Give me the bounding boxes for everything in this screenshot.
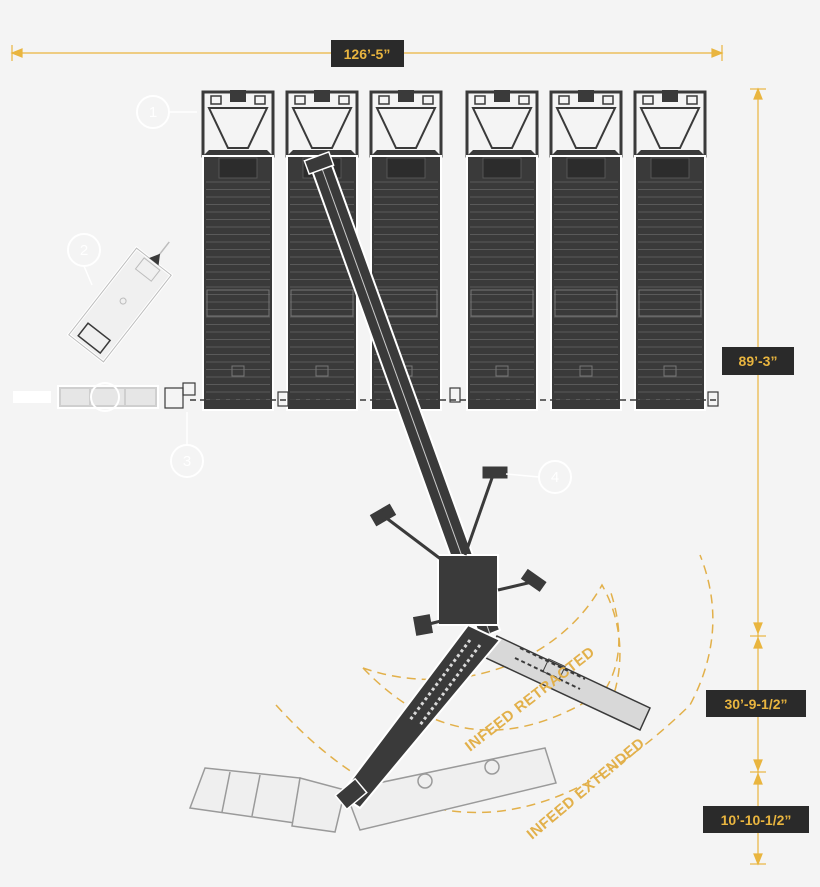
callout-4: 4 xyxy=(505,460,572,494)
callout-2: 2 xyxy=(67,233,101,286)
svg-text:4: 4 xyxy=(551,469,559,486)
outrigger-unit xyxy=(369,466,547,636)
infeed-conveyor-extended xyxy=(188,747,557,833)
dim-infeed-extended: 10’-10-1/2” xyxy=(703,806,809,833)
railcar xyxy=(633,90,707,411)
trailer-conveyor-truck xyxy=(13,382,196,412)
svg-text:30’-9-1/2”: 30’-9-1/2” xyxy=(724,696,787,712)
coupler xyxy=(449,387,461,403)
dim-infeed-retracted: 30’-9-1/2” xyxy=(706,690,806,717)
coupler xyxy=(707,391,719,407)
callout-3: 3 xyxy=(170,412,204,478)
infeed-retracted-arc-2 xyxy=(362,589,620,731)
railcar xyxy=(549,90,623,411)
callouts: 1 2 3 4 xyxy=(67,95,572,494)
svg-text:2: 2 xyxy=(80,242,88,259)
svg-text:10’-10-1/2”: 10’-10-1/2” xyxy=(721,812,792,828)
stacker-boom xyxy=(303,151,502,811)
svg-text:1: 1 xyxy=(149,104,157,121)
railcar-row xyxy=(201,90,719,411)
svg-text:3: 3 xyxy=(183,453,191,470)
service-vehicle xyxy=(66,241,174,364)
dim-overall-depth: 89’-3” xyxy=(722,347,794,375)
svg-text:126’-5”: 126’-5” xyxy=(344,46,391,62)
dim-overall-width: 126’-5” xyxy=(331,40,404,67)
railcar xyxy=(465,90,539,411)
coupler xyxy=(277,391,289,407)
callout-1: 1 xyxy=(136,95,197,129)
railcar xyxy=(201,90,275,411)
svg-text:89’-3”: 89’-3” xyxy=(739,353,778,369)
